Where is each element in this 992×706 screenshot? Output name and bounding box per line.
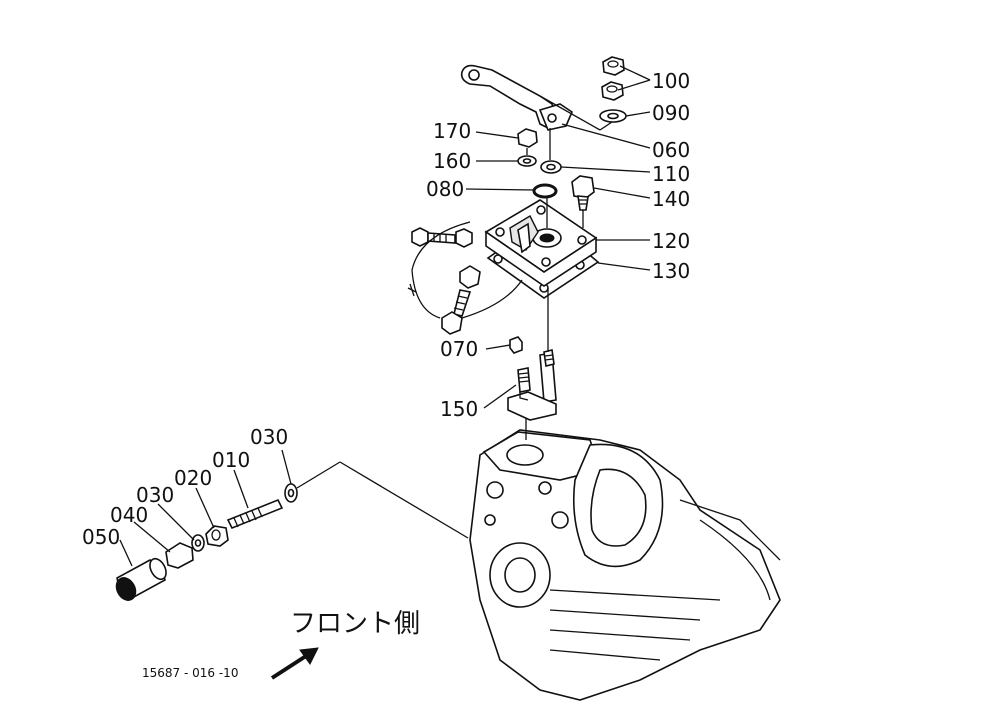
pin-070: [509, 336, 523, 354]
callout-060: 060: [652, 138, 690, 162]
callout-010: 010: [212, 448, 250, 472]
callout-labels: 100 090 060 170 160 110 080 140 120 130 …: [82, 69, 690, 549]
washer-030-right: [284, 483, 298, 503]
engine-block: [469, 429, 781, 701]
leader-lines: [119, 65, 651, 567]
lever-arm: [460, 64, 573, 131]
callout-160: 160: [433, 149, 471, 173]
callout-080: 080: [426, 177, 464, 201]
nut-100-lower: [601, 81, 624, 101]
callout-050: 050: [82, 525, 120, 549]
drawing-number: 15687 - 016 -10: [142, 666, 238, 680]
callout-140: 140: [652, 187, 690, 211]
callout-170: 170: [433, 119, 471, 143]
o-ring-080: [532, 183, 558, 199]
callout-120: 120: [652, 229, 690, 253]
callout-030-left: 030: [136, 483, 174, 507]
washer-110: [540, 160, 562, 174]
shaft-150: [507, 349, 557, 421]
front-side-caption: フロント側: [290, 609, 420, 639]
washer-160: [517, 155, 537, 167]
nut-100-upper: [602, 56, 625, 76]
washer-090: [599, 109, 627, 123]
callout-020: 020: [174, 466, 212, 490]
callout-030-right: 030: [250, 425, 288, 449]
callout-070: 070: [440, 337, 478, 361]
callout-110: 110: [652, 162, 690, 186]
bolt-140: [571, 175, 595, 211]
washer-030-left: [191, 534, 205, 552]
cap-050: [115, 557, 167, 601]
callout-130: 130: [652, 259, 690, 283]
callout-040: 040: [110, 503, 148, 527]
nut-170: [517, 128, 538, 148]
callout-100: 100: [652, 69, 690, 93]
nut-020: [205, 525, 229, 547]
nut-040: [165, 542, 194, 569]
callout-090: 090: [652, 101, 690, 125]
bolt-010: [226, 498, 284, 530]
assembly-lines: [339, 95, 613, 539]
side-bolt-group: [407, 221, 523, 335]
callout-150: 150: [440, 397, 478, 421]
cover-plate-120: [484, 199, 598, 287]
front-direction-arrow-icon: [270, 647, 319, 680]
